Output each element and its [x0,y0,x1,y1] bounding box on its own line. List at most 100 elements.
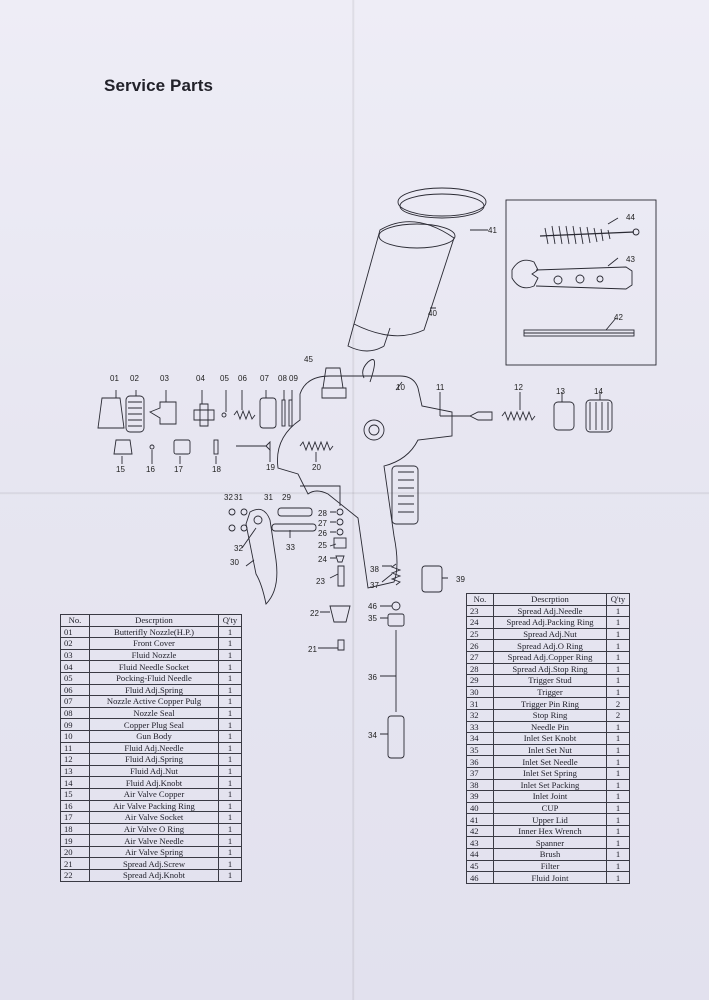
air-valve-needle-icon [236,440,271,452]
part-description: Air Valve Spring [89,845,219,859]
callout-46: 46 [368,602,377,611]
spanner-icon [511,259,633,290]
part-number: 14 [60,776,90,789]
part-number: 22 [60,869,90,882]
fluid-adj-knob-icon [585,399,613,433]
callout-32a: 32 [224,493,233,502]
callout-25: 25 [318,541,327,550]
callout-41: 41 [488,226,497,235]
callout-17: 17 [174,465,183,474]
part-number: 04 [60,660,90,673]
part-description: Fluid Adj.Spring [89,683,219,697]
part-qty: 1 [218,637,242,650]
table-header-row: No. Descrption Q'ty [466,593,630,606]
callout-07: 07 [260,374,269,383]
part-qty: 1 [218,718,242,731]
part-qty: 1 [218,776,242,789]
part-qty: 1 [606,790,630,803]
part-description: Air Valve Needle [89,834,219,847]
callout-05: 05 [220,374,229,383]
part-number: 39 [466,790,494,803]
part-number: 28 [466,662,494,676]
spread-adj-needle-icon [337,565,345,587]
spring-37-icon [390,563,402,586]
part-description: Fluid Needle Socket [89,660,219,673]
part-number: 07 [60,695,90,708]
air-valve-copper-icon [113,439,133,455]
cup-icon [353,221,455,337]
part-qty: 1 [606,616,630,629]
part-number: 26 [466,639,494,652]
part-description: Inner Hex Wrench [493,824,607,838]
part-number: 20 [60,845,90,859]
part-qty: 1 [606,871,630,884]
callout-18: 18 [212,465,221,474]
part-description: CUP [493,801,607,815]
needle-pin-icon [271,523,317,532]
callout-36: 36 [368,673,377,682]
part-description: Spread Adj.Nut [493,627,607,641]
part-qty: 1 [606,604,630,618]
callout-34: 34 [368,731,377,740]
part-number: 11 [60,741,90,755]
part-qty: 1 [218,671,242,685]
part-description: Air Valve O Ring [89,822,219,836]
part-description: Fluid Joint [493,871,607,884]
part-number: 35 [466,743,494,757]
fluid-adj-nut-icon [553,401,575,431]
callout-08: 08 [278,374,287,383]
part-qty: 1 [606,662,630,676]
upper-lid-icon [397,187,487,217]
callout-33: 33 [286,543,295,552]
inlet-joint-icon [421,565,443,593]
part-description: Trigger Stud [493,674,607,687]
header-description: Descrption [89,614,219,627]
callout-16: 16 [146,465,155,474]
callout-27: 27 [318,519,327,528]
callout-22: 22 [310,609,319,618]
part-number: 01 [60,625,90,639]
front-cover-icon [125,395,145,433]
header-description: Descrption [493,593,607,606]
callout-02: 02 [130,374,139,383]
part-description: Inlet Set Spring [493,766,607,780]
part-description: Spread Adj.Packing Ring [493,616,607,629]
callout-01: 01 [110,374,119,383]
part-qty: 1 [606,824,630,838]
part-number: 19 [60,834,90,847]
part-qty: 1 [606,813,630,826]
part-qty: 1 [218,683,242,697]
part-qty: 1 [606,836,630,850]
header-no: No. [60,614,90,627]
air-valve-socket-icon [173,439,191,455]
inlet-set-knob-icon [387,715,405,759]
callout-09: 09 [289,374,298,383]
part-description: Inlet Set Nut [493,743,607,757]
part-qty: 1 [218,625,242,639]
part-qty: 1 [218,695,242,708]
part-qty: 1 [218,648,242,662]
spring-6-icon [233,409,256,421]
part-description: Trigger [493,685,607,699]
copper-plug-icon [259,397,277,429]
callout-11: 11 [436,383,445,392]
part-description: Fluid Adj.Knobt [89,776,219,789]
part-description: Inlet Set Packing [493,778,607,792]
part-qty: 1 [218,822,242,836]
